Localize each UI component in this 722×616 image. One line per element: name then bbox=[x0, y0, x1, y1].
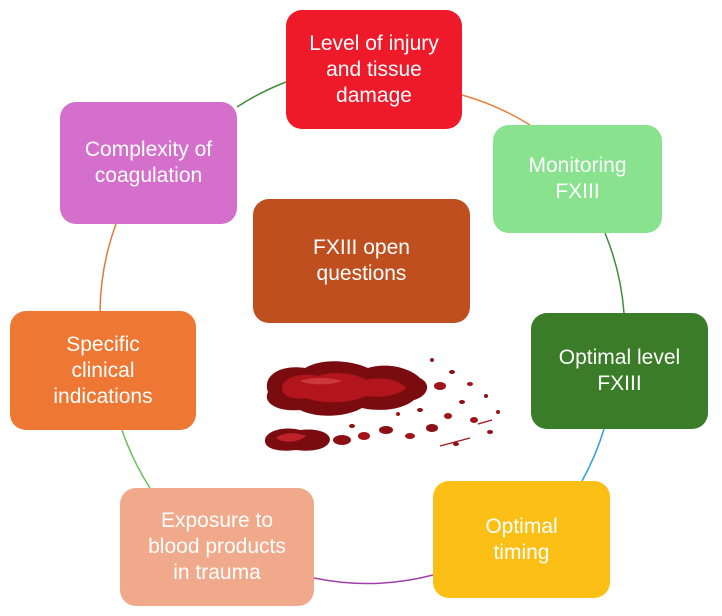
blood-splatter-image bbox=[264, 358, 500, 451]
node-complexity: Complexity of coagulation bbox=[60, 102, 237, 224]
connector-optimal-timing bbox=[581, 428, 605, 482]
connector-monitoring-optimal bbox=[604, 232, 625, 314]
node-exposure: Exposure to blood products in trauma bbox=[120, 488, 314, 606]
center-node: FXIII open questions bbox=[253, 199, 470, 323]
node-optimal-level: Optimal level FXIII bbox=[531, 313, 708, 429]
connector-complexity-injury bbox=[236, 81, 287, 108]
node-injury: Level of injury and tissue damage bbox=[286, 10, 462, 129]
connector-exposure-indications bbox=[121, 429, 151, 489]
node-indications: Specific clinical indications bbox=[10, 311, 196, 430]
connector-timing-exposure bbox=[313, 574, 434, 585]
node-timing: Optimal timing bbox=[433, 481, 610, 598]
node-monitoring: Monitoring FXIII bbox=[493, 125, 662, 233]
connector-indications-complexity bbox=[99, 223, 117, 312]
connector-injury-monitoring bbox=[461, 94, 531, 126]
